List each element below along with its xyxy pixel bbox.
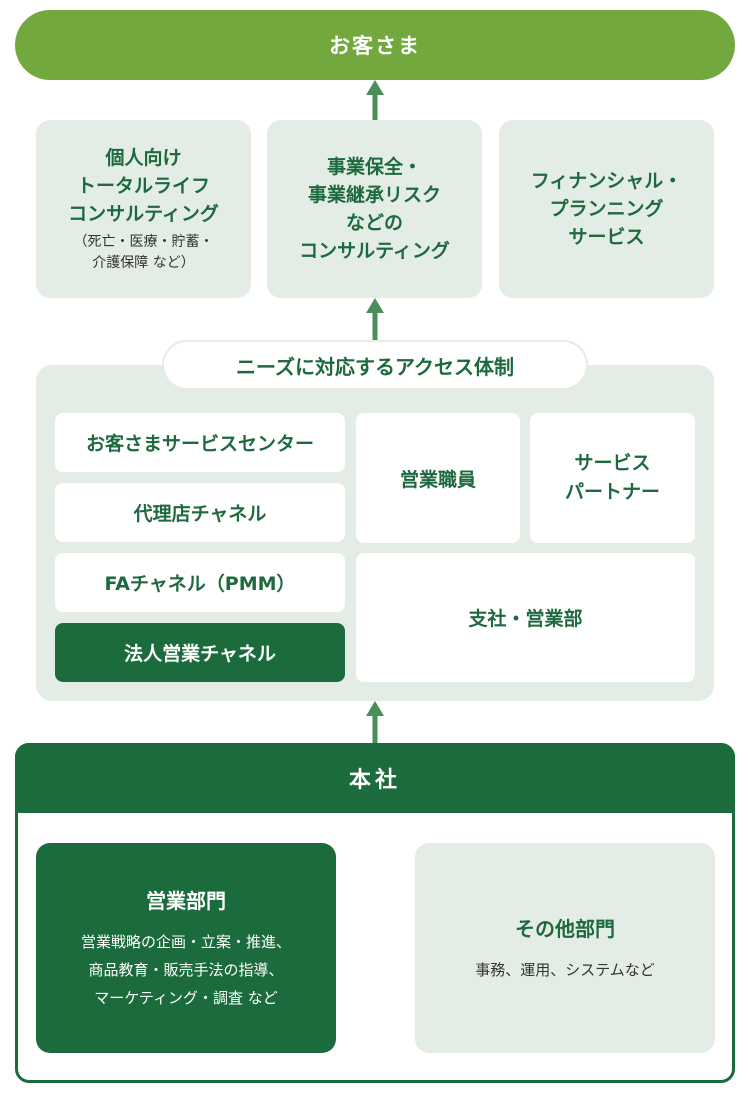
sales-department-description: 営業戦略の企画・立案・推進、 商品教育・販売手法の指導、 マーケティング・調査 … — [81, 928, 291, 1012]
headquarters-header: 本社 — [15, 743, 735, 813]
access-title-text: ニーズに対応するアクセス体制 — [236, 354, 514, 379]
service-line: 個人向け — [105, 147, 182, 169]
sales-department-title: 営業部門 — [146, 888, 226, 913]
channel-fa: FAチャネル（PMM） — [55, 553, 345, 612]
channel-label: 法人営業チャネル — [124, 643, 276, 665]
service-line: 事業保全・ — [326, 156, 422, 178]
description-line: 事務、運用、システムなど — [475, 960, 655, 979]
service-line: などの — [345, 212, 403, 234]
channel-label: お客さまサービスセンター — [85, 433, 314, 455]
service-personal-consulting: 個人向け トータルライフ コンサルティング （死亡・医療・貯蓄・ 介護保障 など… — [36, 120, 251, 298]
service-line: プランニング — [549, 198, 664, 220]
headquarters-title: 本社 — [348, 768, 401, 793]
channel-label: 支社・営業部 — [468, 608, 583, 630]
arrow-up-to-services — [366, 298, 384, 340]
arrow-up-to-customer — [366, 80, 384, 120]
service-line: サービス — [568, 226, 645, 248]
sales-department: 営業部門 営業戦略の企画・立案・推進、 商品教育・販売手法の指導、 マーケティン… — [36, 843, 336, 1053]
channel-label: 代理店チャネル — [133, 503, 267, 525]
service-line: トータルライフ — [76, 175, 210, 197]
channel-customer-service-center: お客さまサービスセンター — [55, 413, 345, 472]
description-line: マーケティング・調査 など — [94, 988, 278, 1007]
service-note-line: （死亡・医療・貯蓄・ — [73, 234, 214, 250]
channel-label: パートナー — [564, 481, 660, 503]
channel-sales-staff: 営業職員 — [356, 413, 520, 543]
channel-label: 営業職員 — [399, 468, 476, 491]
channel-service-partner: サービス パートナー — [530, 413, 695, 543]
description-line: 営業戦略の企画・立案・推進、 — [80, 932, 291, 951]
access-title: ニーズに対応するアクセス体制 — [162, 340, 588, 390]
other-departments-description: 事務、運用、システムなど — [475, 956, 655, 984]
customer-bar: お客さま — [15, 10, 735, 80]
service-financial-planning: フィナンシャル・ プランニング サービス — [499, 120, 714, 298]
channel-agency: 代理店チャネル — [55, 483, 345, 542]
service-business-consulting: 事業保全・ 事業継承リスク などの コンサルティング — [267, 120, 482, 298]
arrow-up-to-access — [366, 701, 384, 743]
service-line: 事業継承リスク — [307, 184, 441, 206]
service-note: （死亡・医療・貯蓄・ 介護保障 など） — [74, 232, 214, 274]
other-departments: その他部門 事務、運用、システムなど — [415, 843, 715, 1053]
channel-corporate-sales: 法人営業チャネル — [55, 623, 345, 682]
service-note-line: 介護保障 など） — [92, 255, 195, 271]
channel-label: FAチャネル（PMM） — [104, 573, 296, 595]
channel-label: サービス — [574, 452, 651, 474]
other-departments-title: その他部門 — [515, 916, 615, 941]
service-line: フィナンシャル・ — [530, 170, 683, 192]
description-line: 商品教育・販売手法の指導、 — [88, 960, 284, 979]
service-line: コンサルティング — [299, 240, 450, 262]
channel-branch: 支社・営業部 — [356, 553, 695, 682]
service-line: コンサルティング — [68, 203, 219, 225]
customer-label: お客さま — [329, 34, 421, 58]
